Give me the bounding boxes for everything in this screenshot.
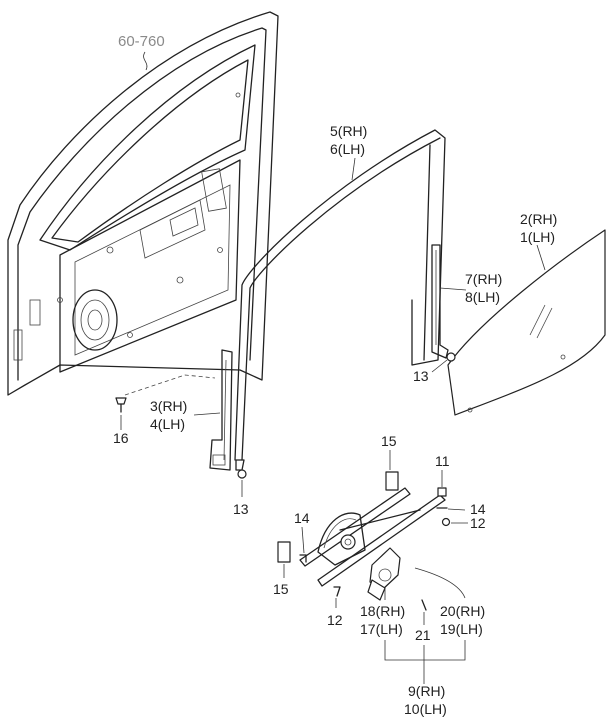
reference-label: 60-760 <box>118 33 165 50</box>
nut-13-rear <box>446 352 456 362</box>
callout-5-6: 5(RH) 6(LH) <box>330 123 367 157</box>
callout-9-10: 9(RH) 10(LH) <box>404 683 447 717</box>
callout-14-right: 14 <box>470 501 486 517</box>
callout-16: 16 <box>113 430 129 446</box>
callout-15-lower: 15 <box>273 581 289 597</box>
svg-text:5(RH): 5(RH) <box>330 123 367 139</box>
callout-7-8: 7(RH) 8(LH) <box>465 271 502 305</box>
callout-2-1: 2(RH) 1(LH) <box>520 211 557 245</box>
door-glass <box>447 229 606 416</box>
callout-13-rear: 13 <box>413 368 429 384</box>
nut-13-front <box>237 469 247 479</box>
callout-15-upper: 15 <box>381 433 397 449</box>
svg-text:18(RH): 18(RH) <box>360 603 405 619</box>
door-shell <box>7 11 279 396</box>
front-channel-dash <box>124 374 216 396</box>
callout-21: 21 <box>415 627 431 643</box>
callout-18-17: 18(RH) 17(LH) <box>360 603 405 637</box>
svg-text:9(RH): 9(RH) <box>408 683 445 699</box>
svg-text:8(LH): 8(LH) <box>465 289 500 305</box>
svg-text:17(LH): 17(LH) <box>360 621 403 637</box>
svg-text:6(LH): 6(LH) <box>330 141 365 157</box>
svg-text:4(LH): 4(LH) <box>150 416 185 432</box>
callout-11: 11 <box>435 453 450 469</box>
callout-12-right: 12 <box>470 515 486 531</box>
callout-13-front: 13 <box>233 501 249 517</box>
callout-12-lower: 12 <box>327 612 343 628</box>
svg-text:7(RH): 7(RH) <box>465 271 502 287</box>
rear-glass-channel <box>431 244 449 359</box>
bracket-15-upper <box>385 471 399 491</box>
window-regulator <box>277 471 451 611</box>
leader-lines <box>120 157 546 684</box>
glass-run-channel <box>234 129 446 471</box>
callout-3-4: 3(RH) 4(LH) <box>150 398 187 432</box>
front-glass-channel <box>209 349 233 471</box>
svg-text:3(RH): 3(RH) <box>150 398 187 414</box>
svg-text:19(LH): 19(LH) <box>440 621 483 637</box>
svg-text:2(RH): 2(RH) <box>520 211 557 227</box>
callout-20-19: 20(RH) 19(LH) <box>440 603 485 637</box>
reference-leader <box>143 51 148 71</box>
svg-text:20(RH): 20(RH) <box>440 603 485 619</box>
bracket-15-lower <box>277 541 291 563</box>
svg-text:1(LH): 1(LH) <box>520 229 555 245</box>
svg-text:10(LH): 10(LH) <box>404 701 447 717</box>
callout-14-left: 14 <box>294 510 310 526</box>
bolt-16 <box>115 397 127 413</box>
